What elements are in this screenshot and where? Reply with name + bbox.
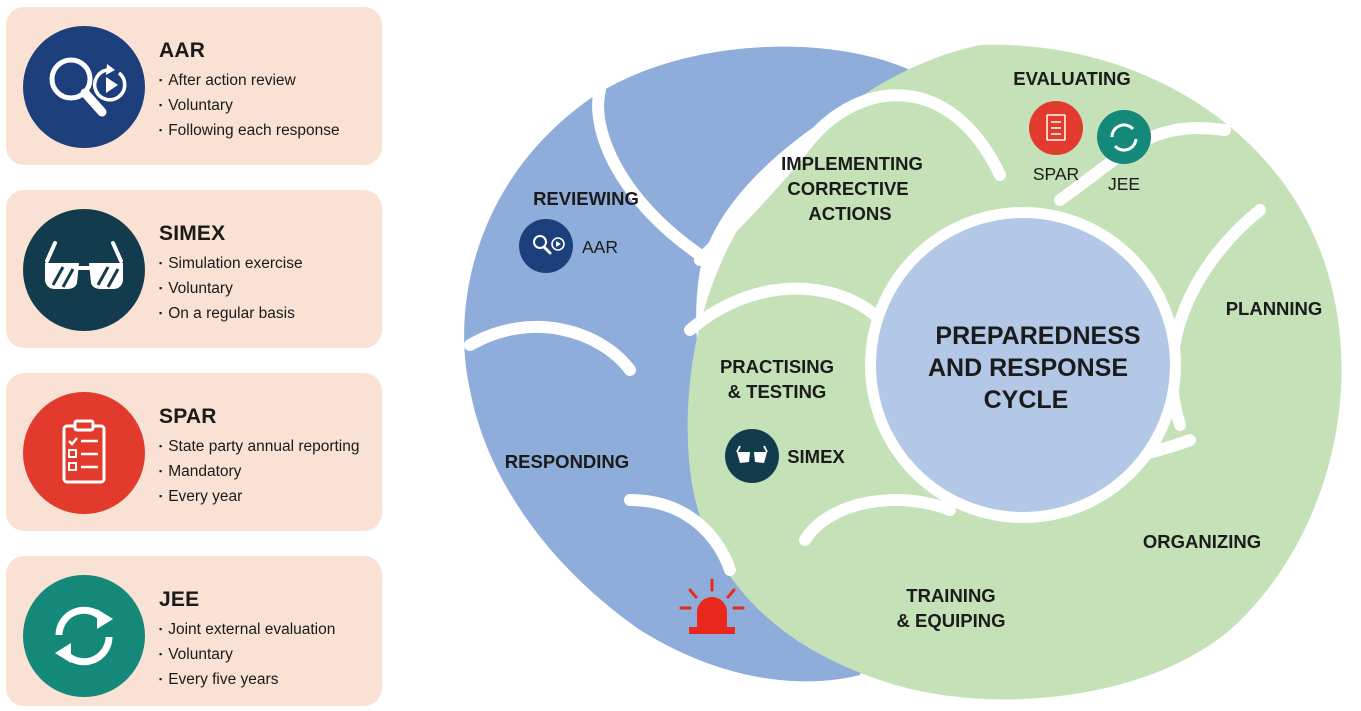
stage-planning: PLANNING [1226, 298, 1323, 319]
practising-tool-simex: SIMEX [787, 446, 845, 467]
center-title-line3: CYCLE [984, 386, 1069, 414]
list-item: Every year [159, 485, 360, 510]
list-item: Simulation exercise [159, 252, 302, 277]
jee-icon [1097, 110, 1151, 164]
stage-implementing-line3: ACTIONS [808, 203, 891, 224]
list-item: On a regular basis [159, 302, 303, 327]
spar-list: State party annual reporting Mandatory E… [159, 435, 360, 510]
magnifier-replay-icon [49, 57, 127, 117]
stage-responding: RESPONDING [505, 451, 629, 472]
list-item: Voluntary [159, 277, 303, 302]
refresh-cycle-icon [55, 606, 113, 666]
center-title-line2: AND RESPONSE [928, 354, 1128, 382]
alarm-siren-icon [679, 578, 745, 634]
jee-badge [23, 575, 145, 697]
aar-icon [519, 219, 573, 273]
spar-title: SPAR [159, 405, 217, 428]
list-item: Joint external evaluation [159, 618, 335, 643]
aar-list: After action review Voluntary Following … [159, 69, 340, 144]
glasses-icon [45, 241, 123, 289]
stage-practising-line1: PRACTISING [720, 356, 834, 377]
jee-list: Joint external evaluation Voluntary Ever… [159, 618, 335, 693]
aar-title: AAR [159, 39, 206, 62]
stage-training-line2: & EQUIPING [897, 610, 1006, 631]
spar-icon [1029, 101, 1083, 155]
clipboard-checklist-icon [62, 419, 106, 484]
stage-organizing: ORGANIZING [1143, 531, 1261, 552]
simex-title: SIMEX [159, 222, 226, 245]
simex-icon [725, 429, 779, 483]
simex-list: Simulation exercise Voluntary On a regul… [159, 252, 303, 327]
list-item: After action review [159, 69, 340, 94]
stage-implementing-line2: CORRECTIVE [787, 178, 908, 199]
list-item: Following each response [159, 119, 339, 144]
simex-card: SIMEX Simulation exercise Voluntary On a… [6, 190, 382, 348]
evaluating-tool-spar: SPAR [1033, 164, 1079, 184]
center-circle [876, 218, 1170, 512]
evaluating-tool-jee: JEE [1108, 174, 1140, 194]
spar-badge [23, 392, 145, 514]
stage-practising-line2: & TESTING [728, 381, 827, 402]
list-item: Every five years [159, 668, 335, 693]
blue-outer-segment [464, 46, 910, 682]
aar-badge [23, 26, 145, 148]
stage-reviewing: REVIEWING [533, 188, 639, 209]
aar-card: AAR After action review Voluntary Follow… [6, 7, 382, 165]
jee-card: JEE Joint external evaluation Voluntary … [6, 556, 382, 706]
list-item: Voluntary [159, 94, 340, 119]
reviewing-tool-aar: AAR [582, 237, 618, 257]
center-title-line1: PREPAREDNESS [935, 322, 1140, 350]
jee-title: JEE [159, 588, 200, 611]
list-item: Voluntary [159, 643, 335, 668]
stage-evaluating: EVALUATING [1013, 68, 1131, 89]
simex-badge [23, 209, 145, 331]
list-item: Mandatory [159, 460, 360, 485]
stage-implementing-line1: IMPLEMENTING [781, 153, 923, 174]
list-item: State party annual reporting [159, 435, 359, 460]
spar-card: SPAR State party annual reporting Mandat… [6, 373, 382, 531]
stage-training-line1: TRAINING [906, 585, 995, 606]
